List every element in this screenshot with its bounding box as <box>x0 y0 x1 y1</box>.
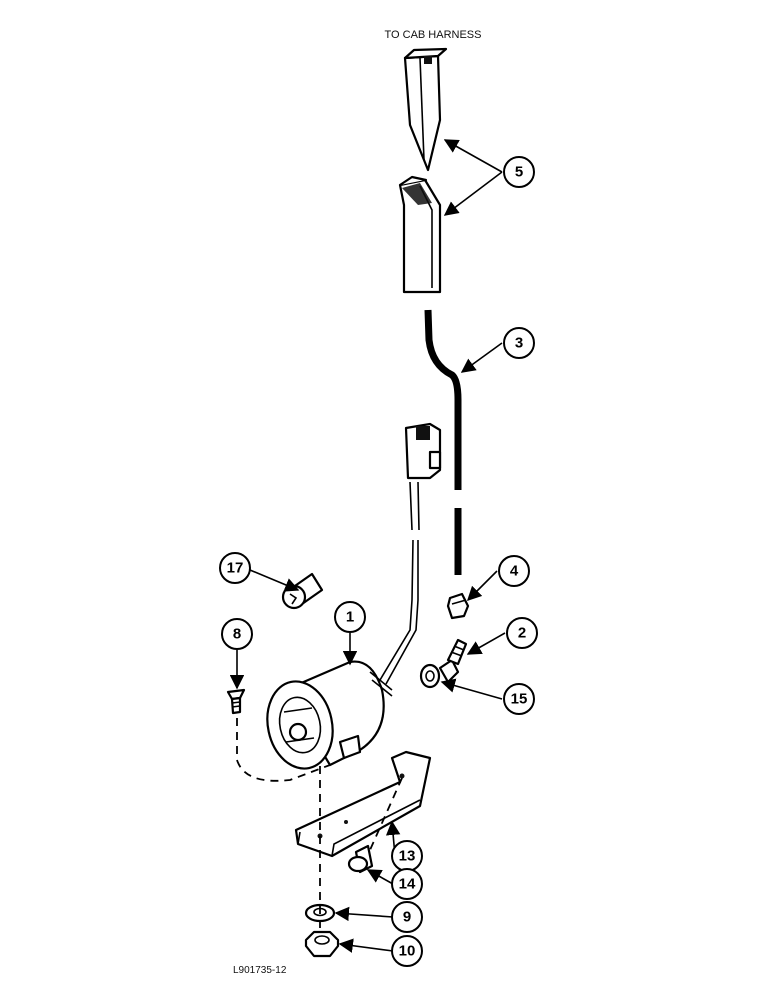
svg-text:14: 14 <box>399 876 416 893</box>
callout-15: 15 <box>503 683 535 715</box>
fitting-part <box>446 592 470 620</box>
svg-text:8: 8 <box>233 626 241 643</box>
svg-text:15: 15 <box>511 691 528 708</box>
callout-1: 1 <box>334 601 366 633</box>
screw-part <box>226 688 246 715</box>
callout-10: 10 <box>391 935 423 967</box>
svg-text:4: 4 <box>510 563 519 580</box>
harness-label: TO CAB HARNESS <box>385 29 482 41</box>
callout-14: 14 <box>391 868 423 900</box>
nut-part <box>304 930 340 958</box>
connector-upper-part <box>403 47 448 172</box>
svg-text:3: 3 <box>515 335 523 352</box>
alignment-lines <box>236 718 403 930</box>
svg-text:17: 17 <box>227 560 244 577</box>
svg-text:9: 9 <box>403 909 411 926</box>
leader-lines <box>229 139 506 953</box>
drawing-id: L901735-12 <box>233 965 287 976</box>
callout-3: 3 <box>503 327 535 359</box>
callout-8: 8 <box>221 618 253 650</box>
svg-text:5: 5 <box>515 164 523 181</box>
elbow-part <box>438 638 468 684</box>
washer-part <box>419 663 441 689</box>
connector-lower-part <box>398 175 442 294</box>
sensor-body-part <box>266 660 393 770</box>
wire-part <box>424 309 462 575</box>
callout-2: 2 <box>506 617 538 649</box>
callout-5: 5 <box>503 156 535 188</box>
svg-text:1: 1 <box>346 609 354 626</box>
bracket-part <box>294 750 432 858</box>
callout-9: 9 <box>391 901 423 933</box>
sensor-plug-part <box>379 422 442 685</box>
callout-17: 17 <box>219 552 251 584</box>
callout-4: 4 <box>498 555 530 587</box>
svg-text:13: 13 <box>399 848 416 865</box>
svg-text:2: 2 <box>518 625 526 642</box>
bulb-part <box>281 572 324 610</box>
callout-13: 13 <box>391 840 423 872</box>
svg-text:10: 10 <box>399 943 416 960</box>
bolt-part <box>347 844 374 874</box>
